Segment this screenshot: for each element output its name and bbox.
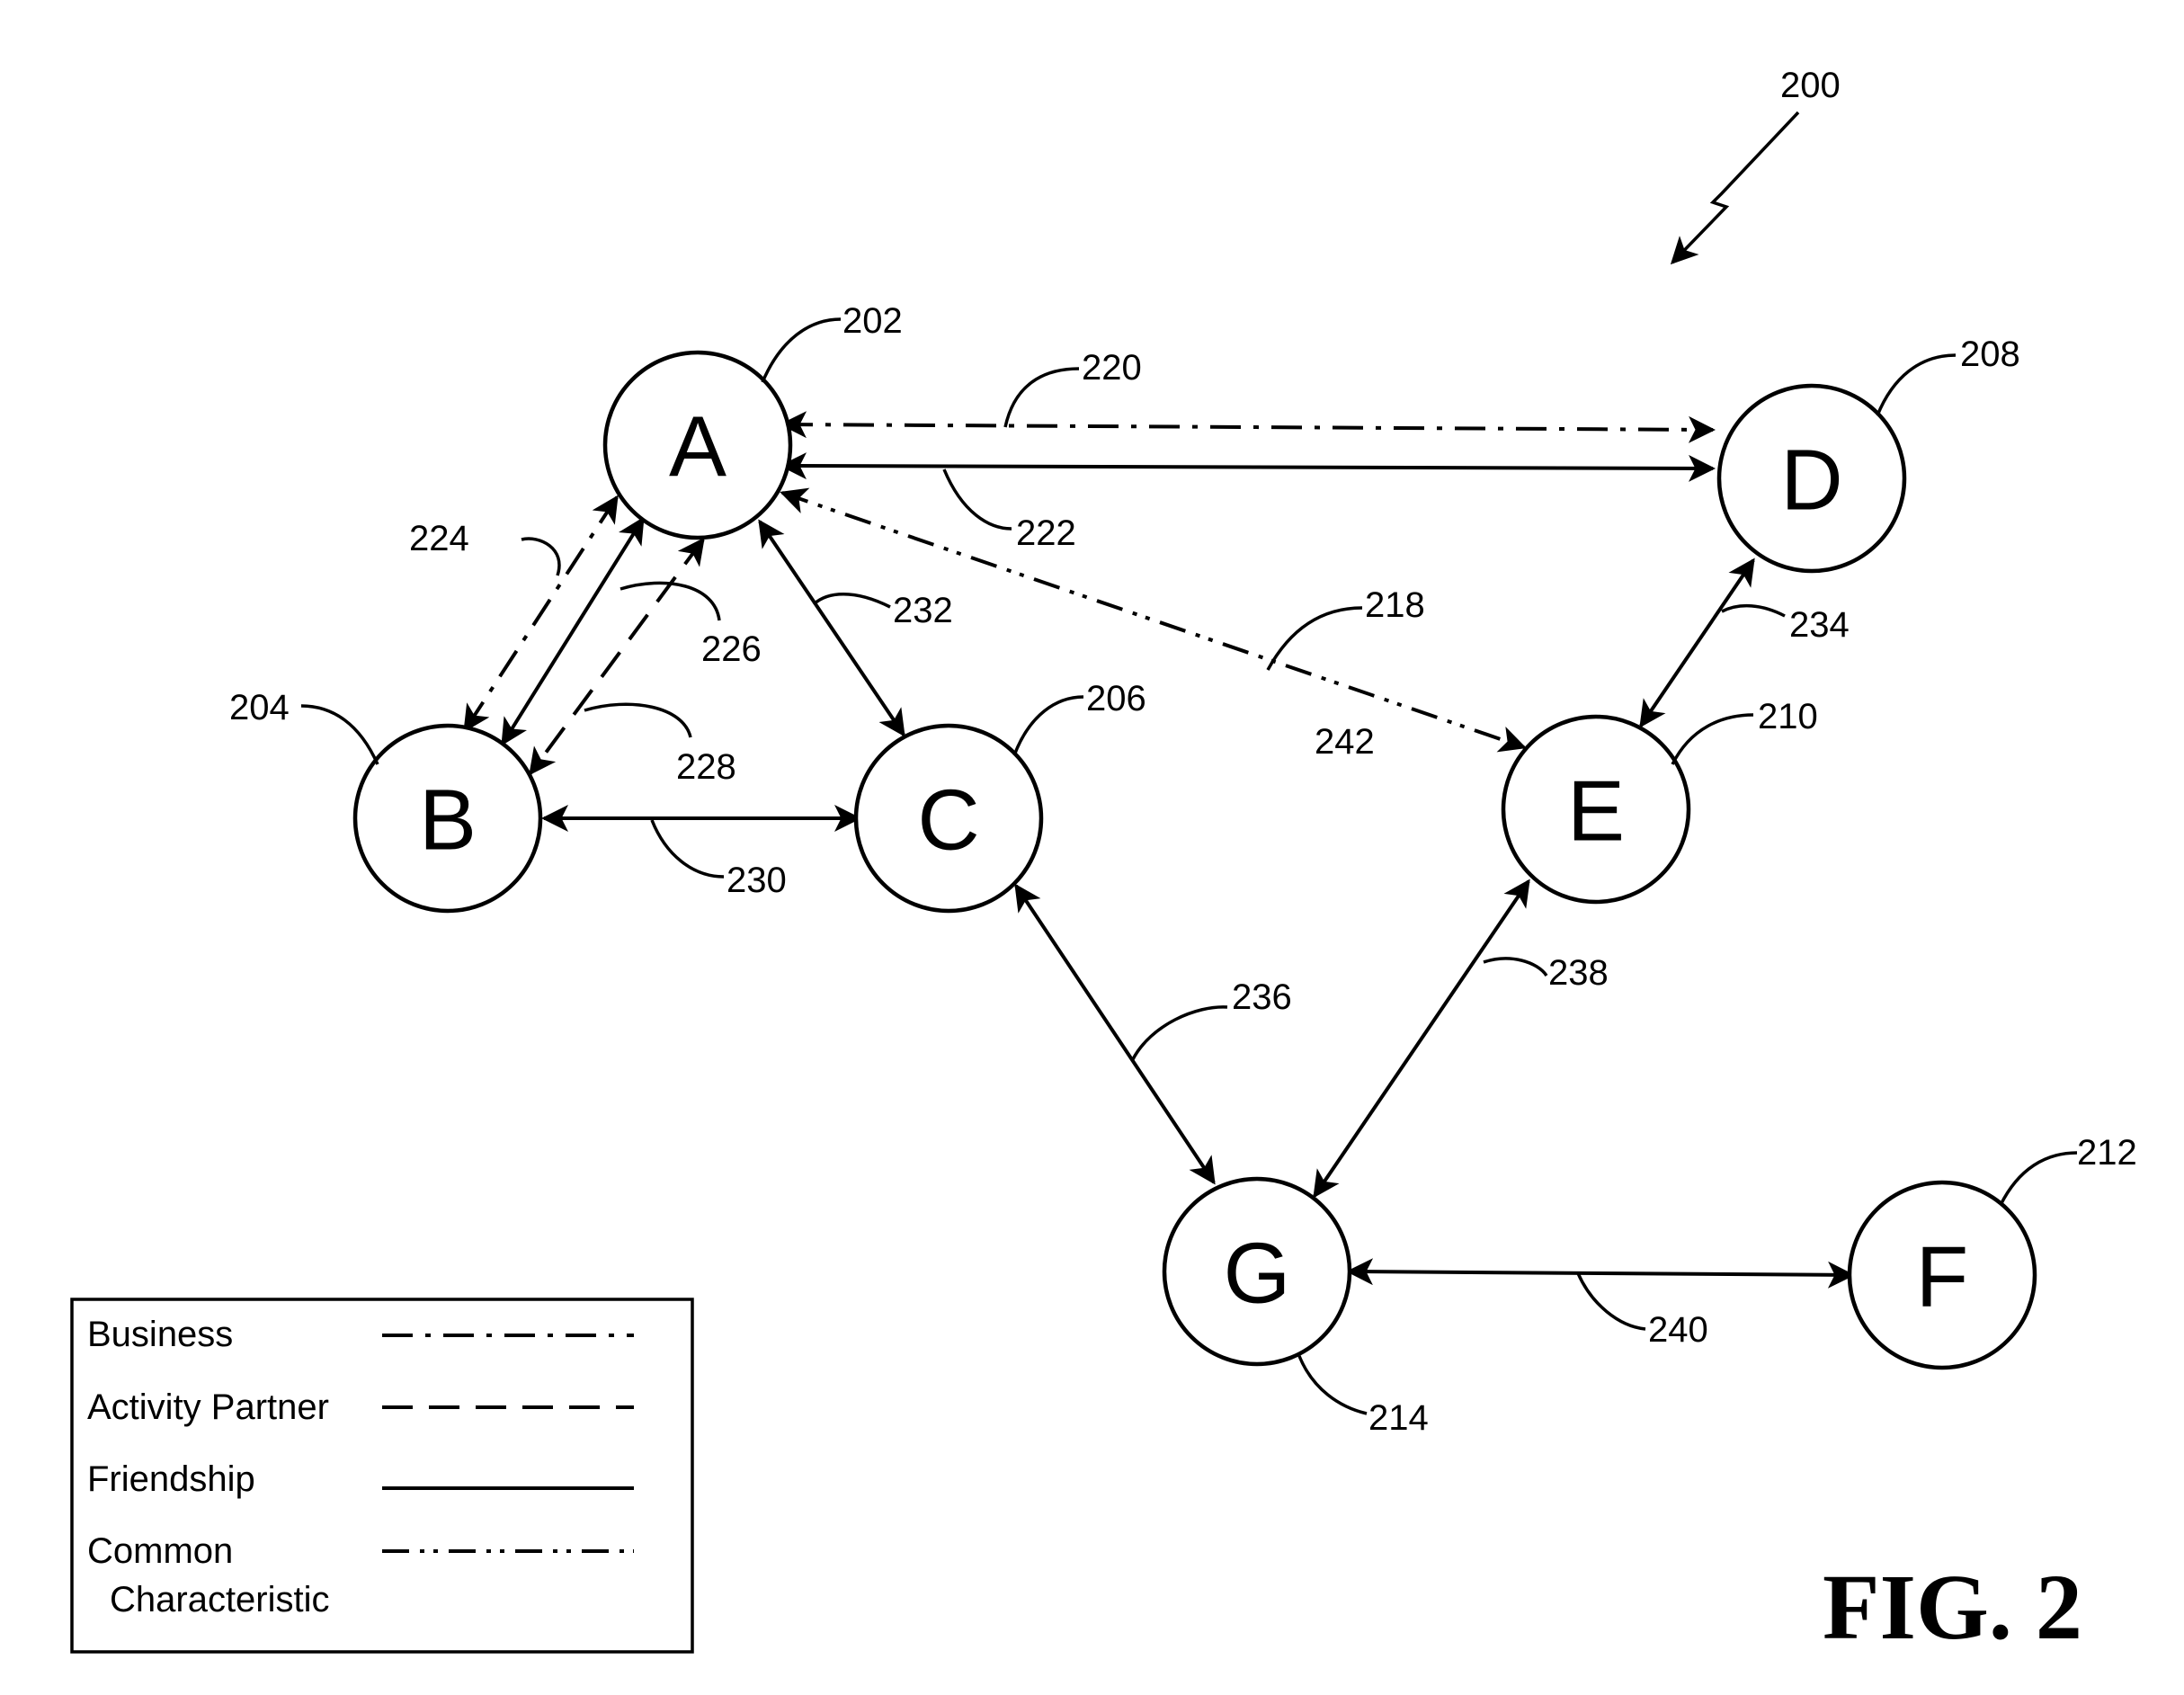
- edge-ref-240: 240: [1648, 1310, 1708, 1350]
- node-e-letter: E: [1567, 763, 1625, 860]
- node-a: A 202: [605, 301, 903, 538]
- legend: Business Activity Partner Friendship Com…: [72, 1299, 692, 1652]
- edge-ref-224: 224: [409, 519, 469, 558]
- figure-ref-label: 200: [1780, 66, 1841, 105]
- node-e-leader: [1672, 715, 1753, 764]
- node-b-leader: [301, 706, 378, 764]
- leader-238: [1484, 959, 1547, 976]
- node-f-leader: [2001, 1153, 2077, 1205]
- edge-ref-218: 218: [1365, 585, 1425, 625]
- legend-label-characteristic: Characteristic: [110, 1580, 330, 1619]
- leader-222: [944, 469, 1012, 529]
- node-a-letter: A: [669, 399, 727, 495]
- node-d-leader: [1877, 355, 1956, 415]
- edge-ref-222: 222: [1016, 513, 1076, 553]
- edge-ref-230: 230: [727, 861, 787, 900]
- edge-240-friendship-g-f: [1349, 1271, 1852, 1275]
- edge-ref-228: 228: [676, 747, 736, 787]
- figure-ref-200: 200: [1672, 66, 1841, 263]
- node-g: G 214: [1164, 1179, 1429, 1438]
- leader-234: [1722, 606, 1785, 616]
- legend-label-friendship: Friendship: [87, 1459, 255, 1499]
- edge-236-friendship-c-g: [1016, 886, 1214, 1182]
- node-f-ref: 212: [2077, 1133, 2137, 1173]
- node-e: E 210: [1503, 697, 1818, 902]
- leader-228: [584, 704, 691, 737]
- node-d: D 208: [1719, 335, 2020, 571]
- node-b-letter: B: [419, 772, 477, 869]
- edge-232-friendship-a-c: [760, 522, 904, 735]
- node-b: B 204: [229, 688, 540, 911]
- node-c: C 206: [856, 679, 1146, 911]
- edge-238-friendship-e-g: [1315, 881, 1529, 1196]
- leader-226: [620, 583, 719, 620]
- edge-ref-238: 238: [1548, 953, 1609, 993]
- leader-232: [814, 594, 890, 607]
- node-b-ref: 204: [229, 688, 290, 727]
- node-a-ref: 202: [842, 301, 903, 341]
- node-c-leader: [1014, 697, 1083, 755]
- leader-224: [521, 539, 559, 575]
- node-g-letter: G: [1224, 1226, 1291, 1322]
- node-c-letter: C: [917, 772, 979, 869]
- edge-224-business-a-b: [465, 497, 617, 730]
- edge-222-friendship-a-d: [782, 466, 1713, 468]
- node-a-leader: [762, 319, 841, 382]
- legend-label-common: Common: [87, 1531, 233, 1571]
- node-g-ref: 214: [1368, 1398, 1429, 1438]
- node-d-letter: D: [1780, 433, 1842, 529]
- node-f: F 212: [1850, 1133, 2137, 1368]
- leader-230: [652, 820, 724, 877]
- leader-220: [1005, 369, 1079, 427]
- edge-ref-232: 232: [893, 591, 953, 630]
- edge-ref-226: 226: [701, 629, 762, 669]
- edge-ref-220: 220: [1082, 348, 1142, 388]
- edge-226-friendship-a-b: [503, 519, 643, 744]
- node-c-ref: 206: [1086, 679, 1146, 718]
- legend-label-activity-partner: Activity Partner: [87, 1387, 329, 1427]
- edge-ref-242: 242: [1315, 722, 1375, 762]
- nodes-layer: A 202 B 204 C 206 D 208 E 210: [229, 301, 2137, 1438]
- node-d-ref: 208: [1960, 335, 2020, 374]
- figure-title: FIG. 2: [1823, 1556, 2082, 1659]
- node-g-leader: [1299, 1356, 1367, 1414]
- leader-236: [1133, 1007, 1227, 1059]
- leader-218: [1268, 608, 1362, 670]
- node-e-ref: 210: [1758, 697, 1818, 736]
- edge-ref-236: 236: [1232, 977, 1292, 1017]
- leader-240: [1578, 1273, 1645, 1329]
- edge-220-business-a-d: [782, 424, 1713, 430]
- edge-234-friendship-d-e: [1641, 560, 1753, 726]
- figure-ref-arrow: [1672, 112, 1798, 263]
- edge-ref-234: 234: [1789, 605, 1850, 645]
- legend-label-business: Business: [87, 1315, 233, 1354]
- node-f-letter: F: [1916, 1229, 1969, 1325]
